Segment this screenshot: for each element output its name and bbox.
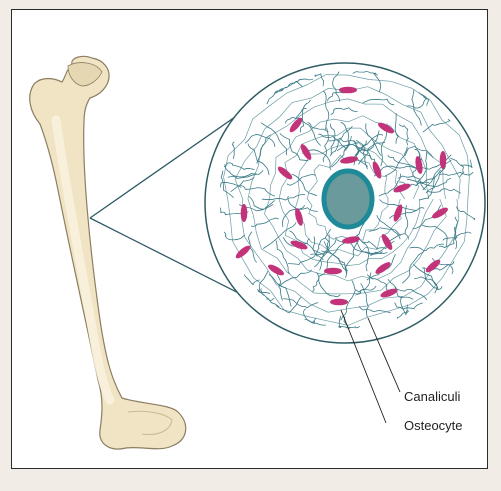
central-canal	[324, 171, 372, 227]
femur-bone	[30, 56, 186, 449]
osteocyte-cell	[241, 204, 248, 222]
canaliculi-label: Canaliculi	[404, 389, 460, 404]
magnified-view	[205, 63, 485, 343]
osteocyte-label: Osteocyte	[404, 418, 463, 433]
osteocyte-cell	[339, 87, 357, 94]
osteocyte-cell	[440, 151, 447, 169]
osteocyte-cell	[324, 268, 342, 275]
osteocyte-cell	[330, 299, 348, 306]
